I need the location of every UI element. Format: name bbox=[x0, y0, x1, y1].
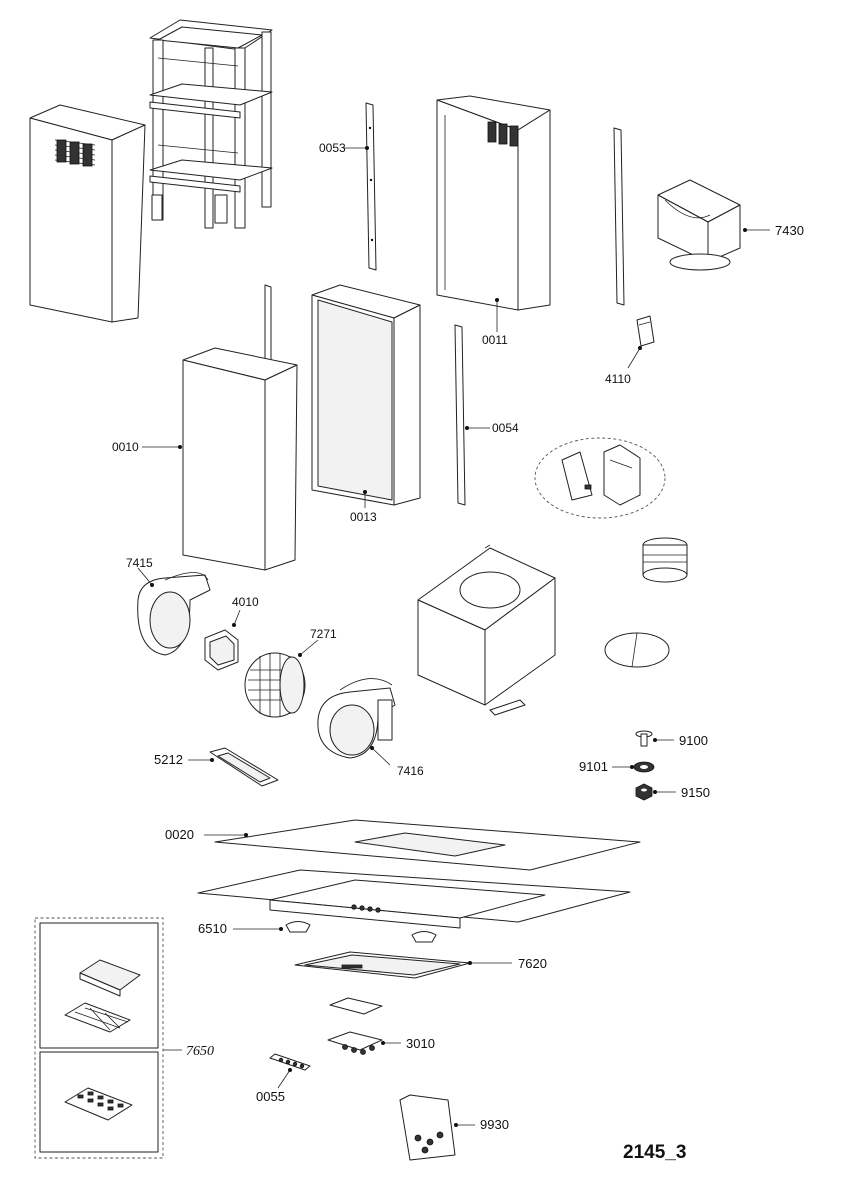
damper-disc-drawing bbox=[604, 632, 670, 668]
part-label-6510: 6510 bbox=[198, 921, 227, 936]
part-label-7650: 7650 bbox=[186, 1044, 214, 1059]
diagram-id: 2145_3 bbox=[623, 1142, 686, 1163]
screw-9100 bbox=[635, 730, 653, 747]
filter-kit-box bbox=[34, 917, 164, 1159]
part-label-9150: 9150 bbox=[681, 785, 710, 800]
chimney-cover-0010-drawing bbox=[182, 347, 298, 571]
part-label-0013: 0013 bbox=[350, 510, 377, 524]
bracket-drawing bbox=[329, 997, 383, 1015]
part-label-5212: 5212 bbox=[154, 752, 183, 767]
part-label-0054: 0054 bbox=[492, 421, 519, 435]
control-board-3010 bbox=[327, 1031, 383, 1055]
part-label-0053: 0053 bbox=[319, 141, 346, 155]
component-5212 bbox=[209, 747, 279, 787]
part-label-0011: 0011 bbox=[482, 333, 508, 347]
air-outlet-adapter-7430 bbox=[657, 179, 741, 271]
detail-bracket-group bbox=[534, 437, 666, 519]
fan-housing-7415 bbox=[137, 572, 211, 656]
impeller-7271 bbox=[244, 652, 306, 718]
motor-4010 bbox=[204, 629, 239, 671]
mounting-strip-right bbox=[613, 127, 625, 306]
part-label-4110: 4110 bbox=[605, 372, 631, 386]
part-label-9100: 9100 bbox=[679, 733, 708, 748]
mounting-strip-0053 bbox=[365, 102, 377, 271]
hood-body-drawing bbox=[197, 869, 631, 929]
part-label-0010: 0010 bbox=[112, 440, 139, 454]
part-label-7415: 7415 bbox=[126, 556, 153, 570]
part-label-0020: 0020 bbox=[165, 827, 194, 842]
part-label-3010: 3010 bbox=[406, 1036, 435, 1051]
keypad-0055 bbox=[269, 1053, 311, 1071]
accessory-bag-9930 bbox=[399, 1094, 456, 1161]
light-6510 bbox=[285, 921, 437, 943]
chimney-cover-0011-drawing bbox=[436, 95, 551, 311]
part-label-4010: 4010 bbox=[232, 595, 259, 609]
fan-housing-7416 bbox=[317, 678, 396, 759]
part-label-7271: 7271 bbox=[310, 627, 337, 641]
mounting-strip-0054 bbox=[454, 324, 466, 506]
chimney-cover-0013-drawing bbox=[311, 284, 421, 506]
filter-frame-7620 bbox=[294, 951, 471, 979]
part-label-7430: 7430 bbox=[775, 223, 804, 238]
chimney-frame-drawing bbox=[149, 19, 273, 229]
nut-9150 bbox=[635, 783, 653, 801]
washer-9101 bbox=[633, 761, 655, 773]
part-label-0055: 0055 bbox=[256, 1089, 285, 1104]
part-label-7416: 7416 bbox=[397, 764, 424, 778]
top-panel-0020 bbox=[214, 819, 641, 871]
chimney-cover-left-drawing bbox=[29, 104, 146, 323]
part-label-9930: 9930 bbox=[480, 1117, 509, 1132]
component-4110 bbox=[636, 315, 655, 347]
motor-box-drawing bbox=[417, 544, 556, 716]
part-label-9101: 9101 bbox=[579, 759, 608, 774]
part-label-7620: 7620 bbox=[518, 956, 547, 971]
collar-drawing bbox=[642, 537, 688, 583]
mounting-strip-left-lower bbox=[264, 284, 272, 371]
